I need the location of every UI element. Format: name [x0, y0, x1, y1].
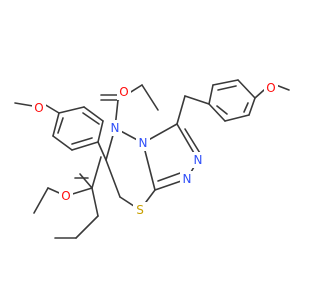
atom-label: N	[111, 121, 120, 135]
bond	[97, 120, 104, 143]
bond	[33, 187, 49, 214]
bond	[237, 79, 256, 99]
atom-label: O	[61, 189, 70, 203]
atom-label: N	[194, 153, 203, 167]
bond	[91, 187, 99, 217]
bond	[216, 105, 228, 115]
bond	[79, 173, 93, 189]
bond	[157, 171, 184, 182]
bond	[14, 102, 34, 107]
bond	[176, 95, 186, 125]
atom-label: N	[139, 136, 148, 150]
atom-label-layer: O O O N N N N S O	[32, 80, 278, 218]
bond	[224, 114, 250, 122]
bond	[71, 141, 99, 151]
atom-label: O	[119, 85, 128, 99]
bond	[141, 84, 159, 111]
bond	[43, 103, 60, 114]
bond	[97, 141, 107, 161]
molecule-drawing: O O O N N N N S O	[14, 79, 290, 239]
bond	[243, 102, 249, 113]
bond	[208, 84, 214, 105]
bond	[57, 117, 64, 134]
bond-layer	[14, 79, 290, 239]
molecule-structure-diagram: O O O N N N N S O	[14, 79, 290, 239]
bond	[217, 85, 237, 91]
bond	[184, 95, 210, 105]
bond	[212, 79, 239, 86]
bond	[254, 89, 265, 99]
bond	[275, 84, 290, 91]
bond	[208, 103, 226, 122]
bond	[52, 135, 73, 151]
atom-label: S	[136, 203, 144, 217]
bond	[58, 106, 85, 114]
bond	[75, 215, 99, 239]
atom-label: N	[183, 172, 192, 186]
bond	[248, 97, 256, 116]
bond	[82, 112, 100, 125]
bond	[52, 112, 60, 137]
bond	[105, 159, 121, 198]
bond	[71, 137, 93, 145]
atom-label: O	[34, 101, 43, 115]
bond	[91, 156, 102, 189]
bond	[83, 106, 104, 122]
atom-label: O	[266, 81, 275, 95]
